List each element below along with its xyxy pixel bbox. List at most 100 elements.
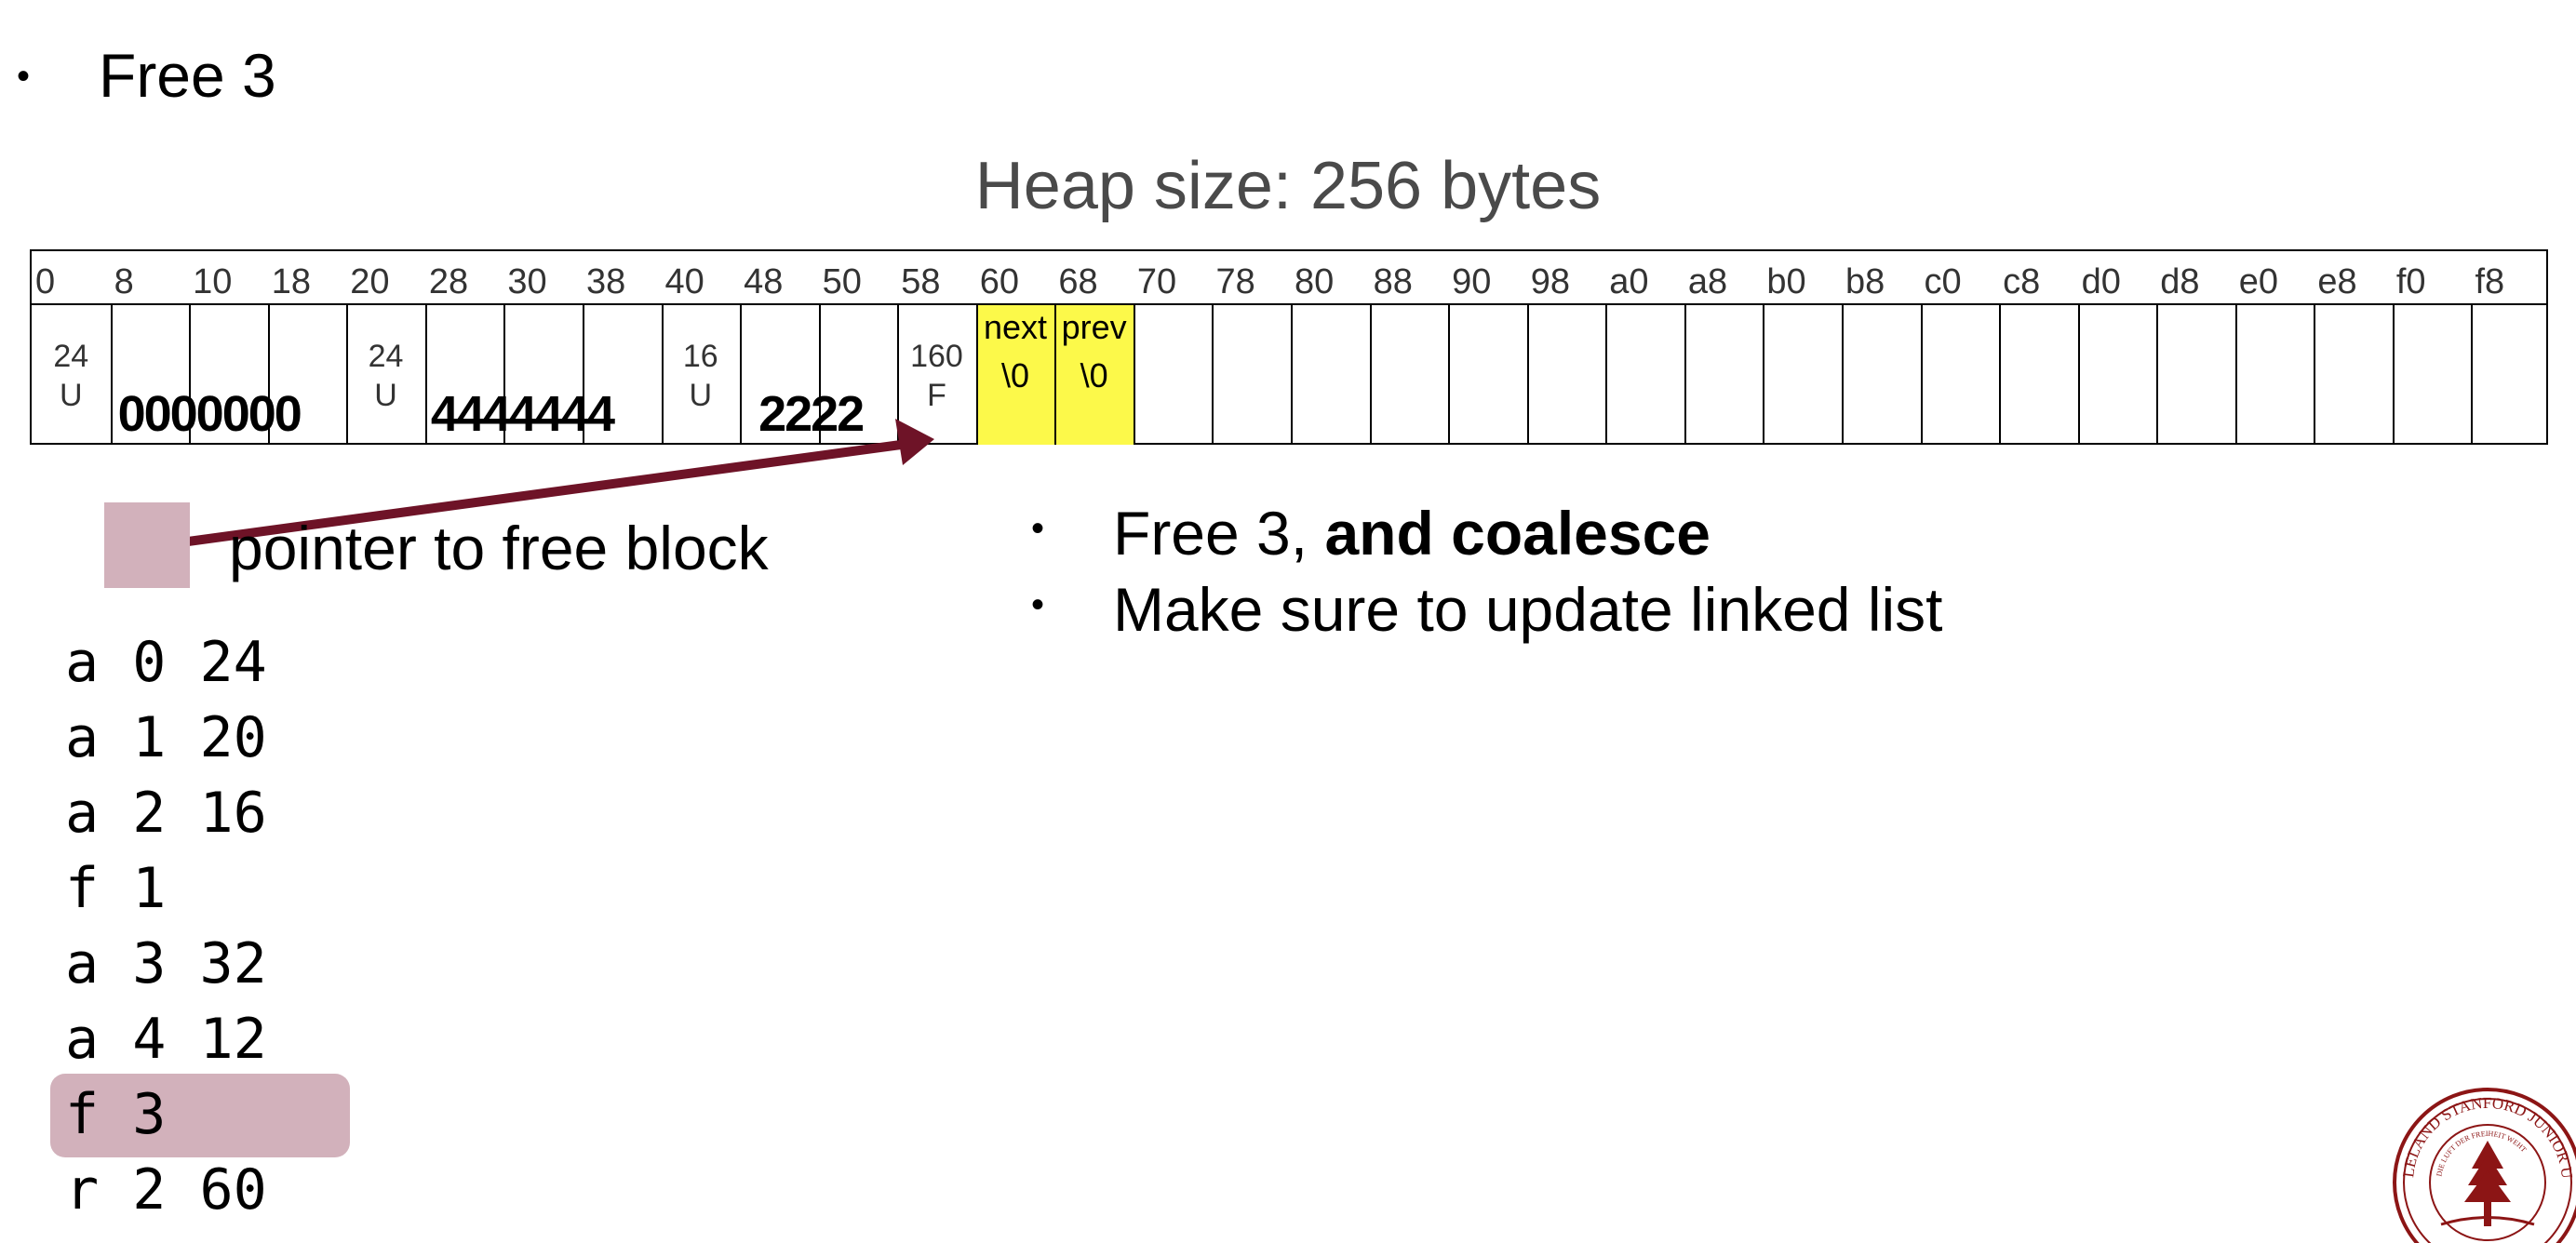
heap-cell bbox=[1133, 305, 1213, 445]
block-3-status: F bbox=[927, 378, 946, 413]
heap-cell bbox=[1291, 305, 1370, 445]
address-label: a8 bbox=[1687, 262, 1728, 301]
address-label: 38 bbox=[585, 262, 626, 301]
address-label: d0 bbox=[2081, 262, 2121, 301]
heap-cell bbox=[110, 305, 190, 445]
command-line: a 3 32 bbox=[65, 931, 267, 996]
block-3-size: 160 bbox=[910, 339, 963, 374]
heap-cell bbox=[740, 305, 819, 445]
block-1-size: 24 bbox=[368, 339, 404, 374]
address-label: 80 bbox=[1295, 262, 1335, 301]
address-label: b8 bbox=[1845, 262, 1885, 301]
address-label: 8 bbox=[114, 262, 134, 301]
heap-cell bbox=[897, 305, 976, 445]
command-line: r 2 60 bbox=[65, 1157, 267, 1223]
address-label: 68 bbox=[1058, 262, 1098, 301]
bullet-2-text: Make sure to update linked list bbox=[1113, 575, 1943, 644]
command-line: a 4 12 bbox=[65, 1007, 267, 1072]
address-label: 10 bbox=[193, 262, 233, 301]
heap-cell bbox=[1448, 305, 1527, 445]
command-line: a 0 24 bbox=[65, 630, 267, 695]
address-label: d8 bbox=[2160, 262, 2200, 301]
block-2-size: 16 bbox=[682, 339, 718, 374]
block-1-payload: 4444444 bbox=[430, 386, 615, 442]
address-label: c8 bbox=[2003, 262, 2041, 301]
address-label: 28 bbox=[428, 262, 469, 301]
heap-cell bbox=[2314, 305, 2393, 445]
heap-cell bbox=[818, 305, 898, 445]
address-label: 48 bbox=[744, 262, 784, 301]
address-label: 60 bbox=[979, 262, 1020, 301]
heap-cell bbox=[1369, 305, 1449, 445]
heap-cell bbox=[2234, 305, 2314, 445]
bullet-1-bold: and coalesce bbox=[1324, 499, 1711, 568]
address-label: 50 bbox=[822, 262, 862, 301]
address-label: 88 bbox=[1373, 262, 1413, 301]
bullet-dot: • bbox=[1031, 508, 1045, 549]
block-2-status: U bbox=[689, 378, 713, 413]
address-label: c0 bbox=[1924, 262, 1962, 301]
block-0-status: U bbox=[60, 378, 83, 413]
heap-table: 0 8 10 18 20 28 30 38 40 48 50 58 60 68 70 78 80 88 90 98 a0… bbox=[30, 249, 2548, 445]
block-3-next-label: next bbox=[984, 308, 1048, 346]
command-line-current: f 3 bbox=[65, 1082, 167, 1147]
address-label: f0 bbox=[2395, 262, 2426, 301]
address-label: a0 bbox=[1609, 262, 1649, 301]
legend-swatch bbox=[104, 502, 190, 588]
bullet-dot: • bbox=[1031, 584, 1045, 625]
address-label: e0 bbox=[2238, 262, 2279, 301]
title-bullet-dot: • bbox=[17, 56, 31, 97]
address-label: 20 bbox=[350, 262, 390, 301]
heap-cell bbox=[1920, 305, 2000, 445]
slide-title: Free 3 bbox=[99, 41, 276, 110]
heap-cell bbox=[1054, 305, 1134, 445]
block-0-size: 24 bbox=[53, 339, 89, 374]
address-label: 0 bbox=[35, 262, 56, 301]
heap-cell bbox=[1841, 305, 1921, 445]
heap-cell bbox=[2471, 305, 2550, 445]
heap-cell bbox=[503, 305, 583, 445]
command-line: a 2 16 bbox=[65, 781, 267, 846]
address-label: 78 bbox=[1215, 262, 1255, 301]
heap-cell bbox=[2077, 305, 2157, 445]
block-3-next-value: \0 bbox=[1001, 356, 1030, 394]
block-1-status: U bbox=[374, 378, 397, 413]
heap-cell bbox=[1684, 305, 1764, 445]
current-command-highlight bbox=[50, 1074, 350, 1157]
bullet-1-plain: Free 3, bbox=[1113, 499, 1325, 568]
address-label: 30 bbox=[507, 262, 547, 301]
address-label: b0 bbox=[1766, 262, 1806, 301]
address-label: 58 bbox=[901, 262, 941, 301]
heap-cell bbox=[32, 305, 111, 445]
address-row: 0 8 10 18 20 28 30 38 40 48 50 58 60 68 70 78 80 88 90 98 a0… bbox=[32, 251, 2546, 305]
block-0-payload: 0000000 bbox=[117, 386, 302, 442]
heap-cell bbox=[582, 305, 662, 445]
block-2-payload: 2222 bbox=[758, 386, 865, 442]
heap-cell bbox=[424, 305, 504, 445]
address-label: 98 bbox=[1530, 262, 1570, 301]
heap-cell bbox=[1605, 305, 1684, 445]
command-line: a 1 20 bbox=[65, 705, 267, 770]
address-label: 40 bbox=[664, 262, 704, 301]
heap-cell bbox=[661, 305, 741, 445]
heap-cell bbox=[2156, 305, 2235, 445]
heap-cell bbox=[2392, 305, 2472, 445]
address-label: 18 bbox=[271, 262, 311, 301]
heap-size-title: Heap size: 256 bytes bbox=[974, 149, 1602, 223]
heap-cell bbox=[1763, 305, 1842, 445]
heap-cell bbox=[267, 305, 347, 445]
heap-cell bbox=[346, 305, 425, 445]
block-3-prev-value: \0 bbox=[1080, 356, 1108, 394]
heap-cell bbox=[975, 305, 1055, 445]
address-label: f8 bbox=[2475, 262, 2505, 301]
heap-cell bbox=[189, 305, 268, 445]
address-label: 70 bbox=[1136, 262, 1177, 301]
heap-cell bbox=[1212, 305, 1291, 445]
stanford-seal-icon: LELAND STANFORD JUNIOR UNIVERSITY DIE LU… bbox=[2390, 1085, 2576, 1243]
command-line: f 1 bbox=[65, 856, 167, 921]
heap-cell bbox=[1999, 305, 2078, 445]
address-label: e8 bbox=[2317, 262, 2357, 301]
address-label: 90 bbox=[1452, 262, 1492, 301]
block-3-prev-label: prev bbox=[1061, 308, 1127, 346]
